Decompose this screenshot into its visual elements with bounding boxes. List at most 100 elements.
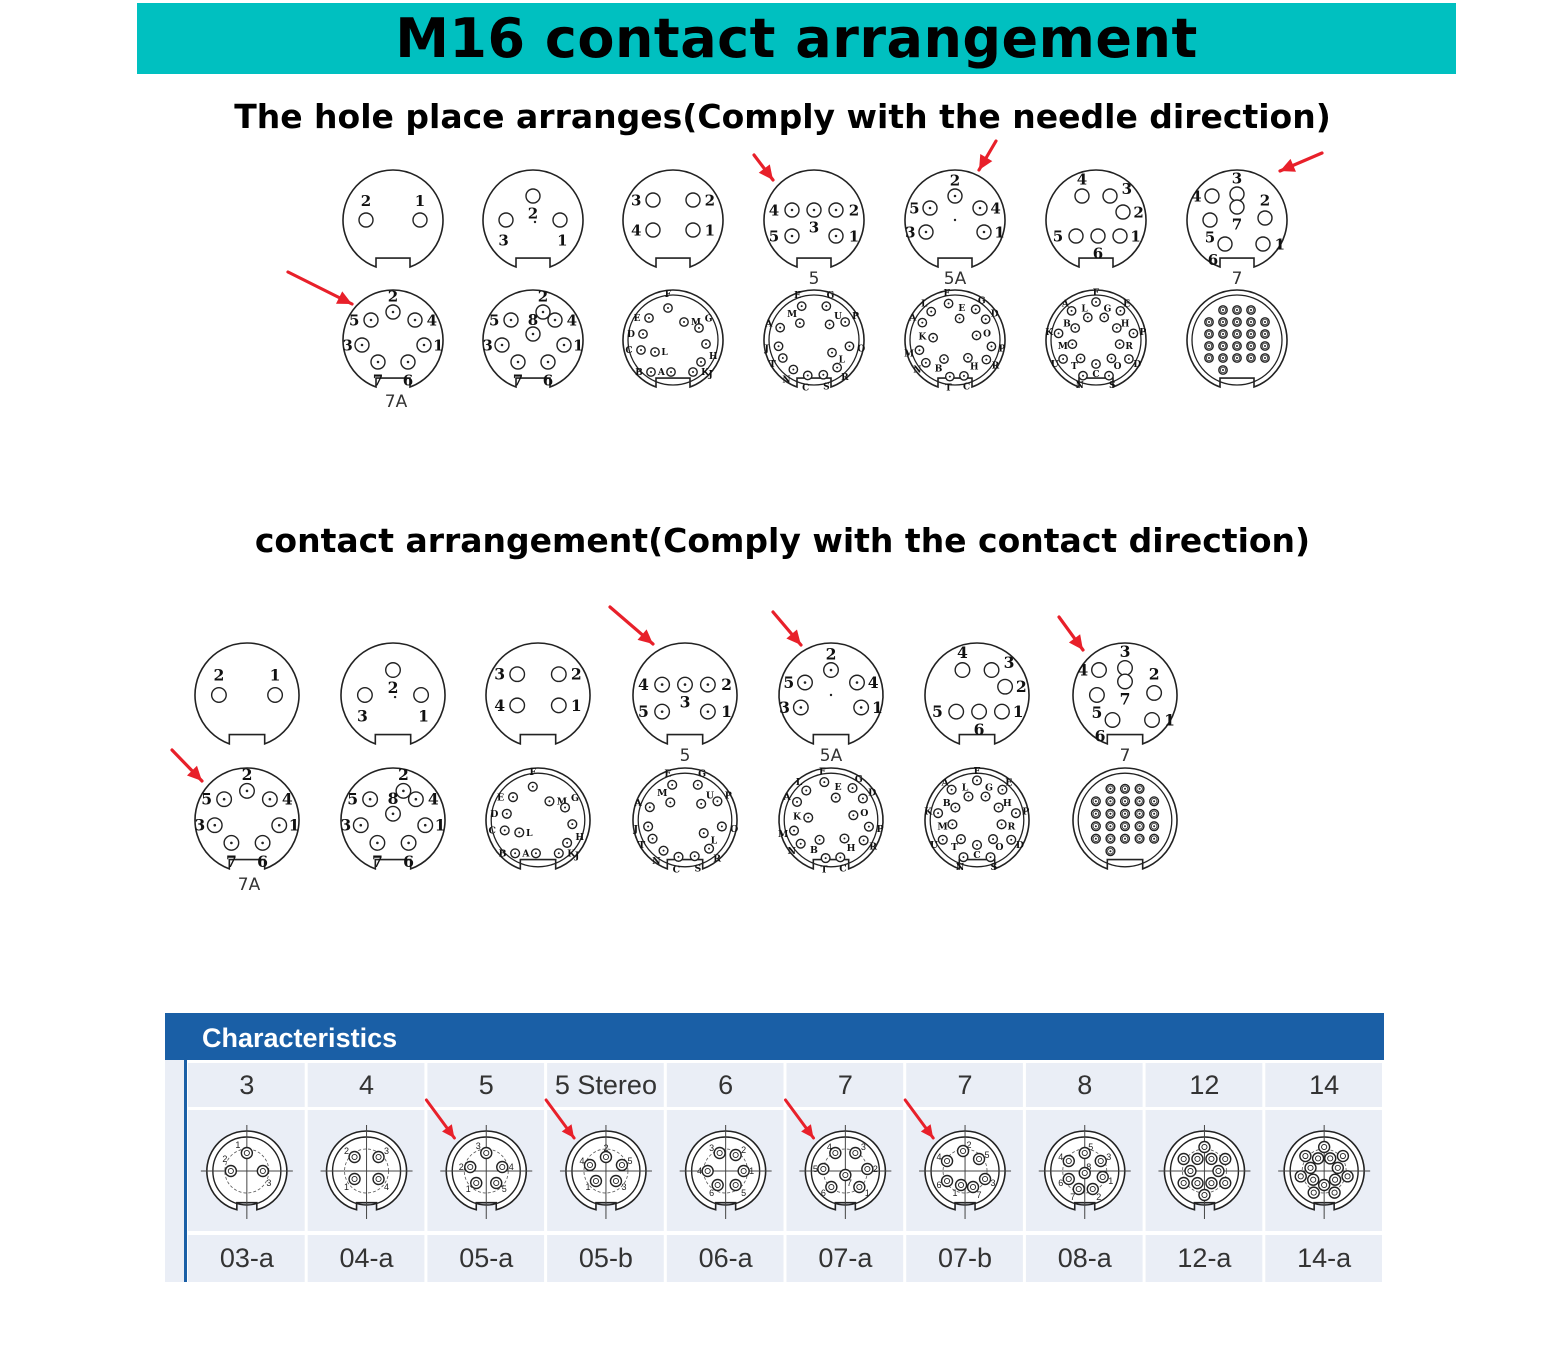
pin-dot (851, 787, 854, 790)
pin-label: N (956, 862, 965, 873)
table-cell (188, 1063, 305, 1107)
pin-label: 3 (482, 336, 492, 354)
pin-label: C (673, 864, 680, 875)
pin (1229, 186, 1245, 202)
icon-pin (372, 1172, 385, 1186)
pin (1091, 662, 1107, 679)
pin (1217, 236, 1233, 252)
pin-dot (1109, 812, 1112, 815)
icon-pin-label: 3 (991, 1178, 996, 1188)
table-left-gutter (165, 1013, 184, 1282)
pin-label: N (913, 366, 921, 376)
icon-pin (470, 1176, 483, 1190)
code-cell: 07-b (938, 1243, 993, 1273)
pin (685, 222, 701, 238)
pin-dot (413, 318, 417, 322)
icon-pin-core (1194, 1155, 1201, 1162)
pin-label: S (991, 862, 998, 873)
pin-label: 3 (342, 336, 352, 354)
pin-inner (1261, 330, 1269, 338)
pin-label: 1 (415, 192, 425, 210)
arrow-head (336, 291, 352, 304)
pin-label: A (764, 320, 773, 330)
pin-label: 2 (388, 288, 398, 306)
pin-label: R (1125, 342, 1133, 352)
icon-pin-core (944, 1157, 951, 1165)
pin-dot (571, 823, 574, 826)
pin-dot (867, 825, 870, 828)
icon-pin (817, 1162, 830, 1176)
code-cell: 05-b (578, 1243, 633, 1273)
caption-5a: 5A (944, 269, 967, 289)
table-cell (547, 1235, 664, 1282)
pin-inner (1247, 318, 1255, 326)
pin-label: 6 (257, 852, 268, 871)
pin-dot (861, 797, 864, 800)
icon-pin-core (467, 1163, 474, 1171)
pin-dot (1208, 357, 1210, 359)
icon-pin-core (618, 1161, 626, 1169)
icon-pin-core (483, 1149, 490, 1157)
pin-inner (1150, 798, 1158, 805)
pin-label: L (962, 782, 969, 793)
pin-label: 2 (950, 172, 960, 190)
pin-dot (1071, 343, 1074, 346)
icon-pin (583, 1158, 597, 1172)
pin-dot (1109, 825, 1112, 828)
icon-pin-label: 5 (627, 1156, 632, 1166)
pin-dot (790, 208, 794, 212)
icon-pin-core (1075, 1185, 1082, 1193)
pin-label: 6 (1095, 727, 1106, 746)
pin-dot (947, 302, 950, 305)
icon-pin (940, 1154, 954, 1168)
icon-pin-core (828, 1183, 835, 1191)
pin-label: 1 (721, 702, 732, 721)
pin-dot (1264, 345, 1266, 347)
pin-dot (989, 856, 992, 859)
icon-pin-core (1310, 1176, 1317, 1183)
icon-pin-core (1315, 1155, 1322, 1162)
connector-outline (904, 169, 1006, 269)
pin-inner (1107, 835, 1114, 842)
pin-label: 7 (373, 371, 383, 389)
icon-pin-core (1307, 1164, 1314, 1171)
pin-label: C (489, 826, 496, 837)
pin-label: M (787, 310, 797, 320)
icon-pin-core (1339, 1152, 1346, 1160)
pin-dot (553, 318, 557, 322)
pin-count-cell: 7 (957, 1069, 973, 1100)
pin-label: 4 (638, 675, 649, 694)
icon-pin-label: 4 (697, 1166, 702, 1176)
table-connector-icon (1278, 1125, 1371, 1219)
pin-dot (700, 802, 703, 805)
pin-label: C (802, 383, 809, 393)
icon-pin (1086, 1182, 1099, 1196)
caption-5: 5 (809, 269, 820, 289)
pin-dot (654, 351, 656, 353)
table-cell (666, 1235, 784, 1282)
pin-count-cell: 5 (478, 1069, 494, 1100)
pin-label: T (638, 840, 645, 851)
pin (413, 687, 430, 703)
pin-dot (997, 806, 1000, 809)
pin-dot (702, 832, 705, 835)
icon-pin-core (1180, 1179, 1187, 1187)
pin-label: B (943, 798, 951, 809)
pin-label: M (778, 829, 788, 840)
pin-label: L (921, 300, 928, 310)
pin-label: 5 (909, 199, 919, 217)
arrow-indicator (1278, 151, 1324, 173)
pin-dot (1001, 788, 1004, 791)
icon-pin-core (1180, 1155, 1187, 1163)
table-cell (1145, 1063, 1263, 1107)
pin-label: 3 (1122, 180, 1132, 198)
pin-dot (230, 841, 233, 845)
icon-pin-label: 4 (509, 1162, 514, 1172)
pin-label: G (705, 315, 713, 325)
pin-label: S (695, 863, 702, 874)
